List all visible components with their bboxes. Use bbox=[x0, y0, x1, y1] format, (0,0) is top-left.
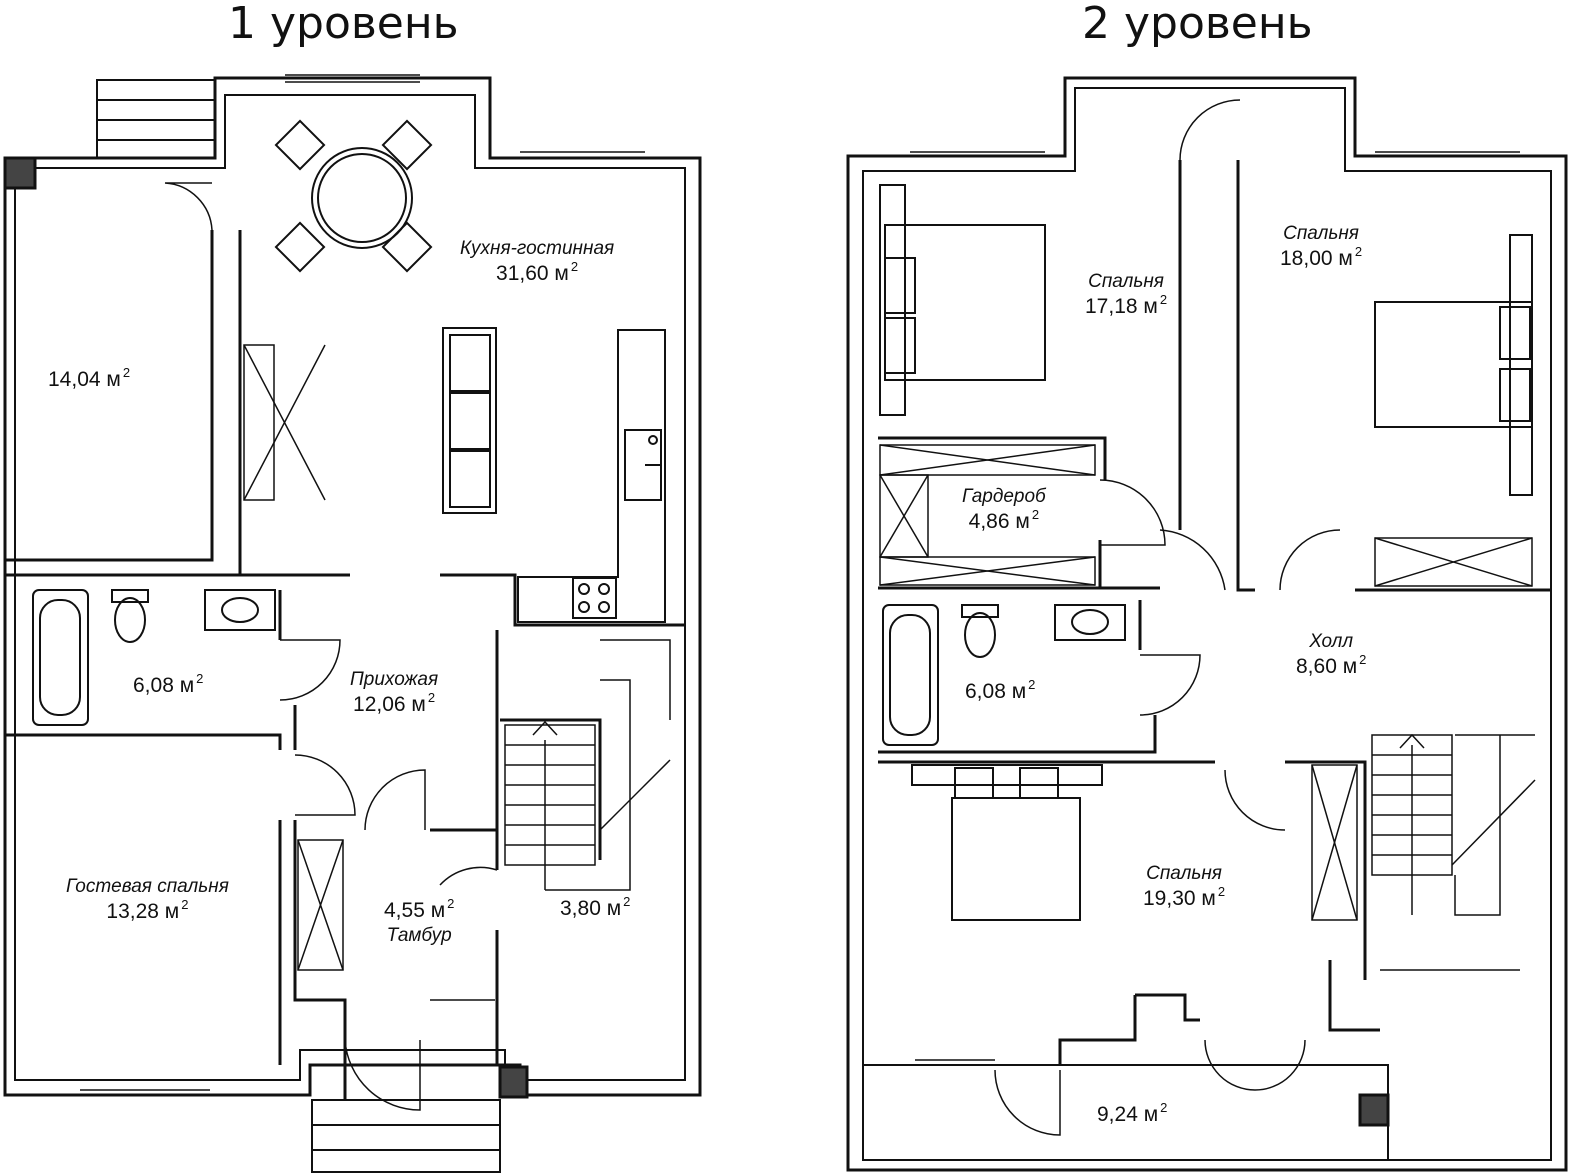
wall-post bbox=[498, 1065, 529, 1099]
door-swing bbox=[344, 1039, 421, 1111]
room-name: Гостевая спальня bbox=[66, 876, 229, 897]
wall-post bbox=[3, 156, 37, 190]
interior-wall bbox=[440, 573, 685, 627]
door-swing bbox=[1099, 479, 1166, 546]
dining-set bbox=[274, 119, 433, 273]
steps-entrance bbox=[311, 1099, 501, 1173]
level-1-outer-walls-inner bbox=[14, 94, 686, 1081]
interior-wall bbox=[430, 828, 499, 870]
level-1-plan bbox=[3, 74, 702, 1173]
kitchen-counter bbox=[517, 329, 666, 623]
interior-wall bbox=[1135, 993, 1200, 1022]
interior-wall bbox=[1285, 760, 1367, 980]
bed-bedroom-3 bbox=[911, 764, 1103, 921]
interior-wall bbox=[1328, 960, 1380, 1032]
room-name: Тамбур bbox=[386, 925, 452, 947]
wardrobe-shelves bbox=[879, 444, 1533, 921]
staircase-l1 bbox=[504, 639, 671, 891]
door-swing bbox=[1159, 529, 1226, 591]
level-2-plan bbox=[846, 76, 1568, 1172]
door-swing bbox=[1204, 1039, 1306, 1091]
interior-wall bbox=[293, 820, 347, 1100]
room-name: Кухня-гостинная bbox=[460, 238, 615, 259]
windows-l1 bbox=[80, 74, 645, 1091]
windows-l2 bbox=[910, 151, 1520, 1061]
interior-wall bbox=[5, 230, 214, 562]
room-name: Гардероб bbox=[962, 486, 1046, 507]
interior-wall bbox=[1236, 160, 1255, 592]
door-swing bbox=[279, 639, 341, 701]
level-1-outer-walls bbox=[3, 76, 702, 1097]
room-name: Спальня bbox=[1146, 863, 1222, 884]
bed-bedroom-2 bbox=[1374, 234, 1533, 496]
door-swing bbox=[1139, 654, 1201, 716]
room-name: Прихожая bbox=[350, 669, 439, 690]
door-swing bbox=[1279, 529, 1341, 591]
interior-wall bbox=[500, 718, 602, 860]
room-name: Холл bbox=[1309, 631, 1354, 652]
bed-bedroom-1 bbox=[879, 184, 1046, 416]
interior-wall bbox=[1058, 995, 1137, 1065]
door-swing bbox=[364, 769, 426, 831]
room-name: Спальня bbox=[1283, 223, 1359, 244]
door-swing bbox=[1179, 99, 1241, 161]
sofa bbox=[442, 327, 497, 514]
door-swing bbox=[1224, 769, 1286, 831]
door-swing bbox=[294, 754, 356, 816]
tambur-wardrobe bbox=[297, 839, 344, 971]
level-2-title: 2 уровень bbox=[1082, 0, 1313, 49]
room-name: Спальня bbox=[1088, 271, 1164, 292]
interior-wall bbox=[878, 436, 1107, 480]
bath-fixtures-l1 bbox=[32, 589, 276, 726]
level-2-outer-walls bbox=[846, 76, 1568, 1172]
door-swing bbox=[994, 1069, 1061, 1136]
steps-top bbox=[96, 79, 216, 159]
door-swing bbox=[164, 182, 213, 231]
tv-stand bbox=[243, 344, 326, 501]
level-1-title: 1 уровень bbox=[228, 0, 459, 49]
interior-wall bbox=[5, 733, 282, 750]
interior-wall bbox=[878, 715, 1157, 754]
bath-fixtures-l2 bbox=[882, 604, 1126, 746]
staircase-l2 bbox=[1371, 733, 1536, 916]
wall-post bbox=[1358, 1093, 1390, 1127]
door-swing bbox=[439, 866, 498, 886]
